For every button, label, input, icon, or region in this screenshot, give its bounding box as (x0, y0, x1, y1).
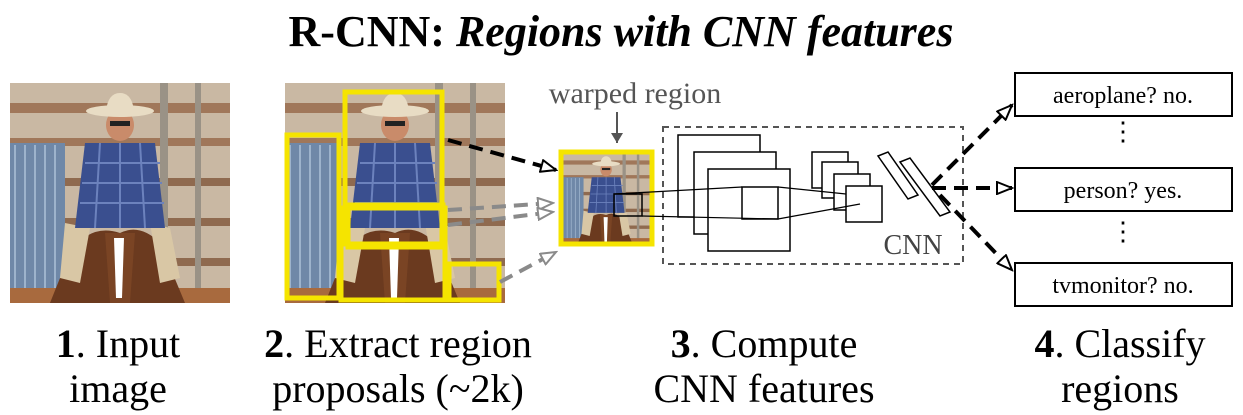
step-line2: regions (1061, 366, 1179, 411)
step-number: 3 (671, 321, 691, 366)
cnn-projection-lines (613, 186, 861, 220)
cnn-fc-layers (876, 151, 952, 217)
step-caption-2: 2. Extract region proposals (~2k) (264, 321, 532, 411)
svg-text:R-CNN: Regions with CNN featur: R-CNN: Regions with CNN features (289, 7, 954, 56)
step-number: 2 (264, 321, 284, 366)
svg-text:2. Extract region: 2. Extract region (264, 321, 532, 366)
class-result: aeroplane? no. (1014, 72, 1233, 117)
region-proposals-image (284, 82, 506, 304)
step-line1: . Classify (1054, 321, 1205, 366)
classify-arrow (930, 105, 1012, 187)
step-captions: 1. Input image 2. Extract region proposa… (56, 321, 1206, 411)
step-caption-3: 3. Compute CNN features (653, 321, 874, 411)
step-line1: . Compute (691, 321, 858, 366)
class-result-label: tvmonitor? no. (1052, 273, 1193, 299)
step-line1: . Extract region (284, 321, 532, 366)
proposal-boxes (284, 89, 502, 303)
warped-region-label: warped region (549, 77, 721, 110)
ellipsis: ⋮ (1110, 117, 1136, 146)
proposal-arrows (447, 138, 556, 284)
input-kernel (613, 193, 643, 217)
proposal-box (342, 89, 445, 247)
warped-region-box (558, 149, 655, 247)
class-result: person? yes. (1014, 167, 1233, 212)
classify-arrow (938, 193, 1012, 270)
cnn-label: CNN (883, 230, 942, 261)
step-line2: proposals (~2k) (272, 366, 524, 411)
title-emphasis: Regions with CNN features (455, 7, 954, 56)
step-number: 4 (1034, 321, 1054, 366)
diagram-title: R-CNN: Regions with CNN features (289, 7, 954, 56)
step-caption-1: 1. Input image (56, 321, 180, 411)
class-result-label: person? yes. (1064, 178, 1183, 204)
proposal-arrow (499, 250, 556, 284)
input-image (9, 82, 231, 304)
class-result: tvmonitor? no. (1014, 262, 1233, 307)
cnn-block: CNN (613, 126, 964, 265)
step-caption-4: 4. Classify regions (1034, 321, 1205, 411)
ellipsis: ⋮ (1110, 217, 1136, 246)
step-number: 1 (56, 321, 76, 366)
cnn-layer-stack (677, 134, 883, 252)
cnn-dashed-frame (662, 126, 964, 265)
proposal-arrow (447, 138, 556, 170)
classification-results: aeroplane? no. ⋮ person? yes. ⋮ tvmonito… (1014, 72, 1233, 307)
svg-text:1. Input: 1. Input (56, 321, 180, 366)
svg-text:3. Compute: 3. Compute (671, 321, 858, 366)
class-result-label: aeroplane? no. (1053, 83, 1193, 109)
step-line2: CNN features (653, 366, 874, 411)
proposal-box (446, 261, 502, 303)
proposal-box (338, 205, 448, 303)
svg-text:4. Classify: 4. Classify (1034, 321, 1205, 366)
step-line1: . Input (76, 321, 180, 366)
proposal-arrow (447, 203, 553, 212)
warped-region: warped region (549, 77, 721, 247)
proposal-arrow (447, 212, 553, 227)
title-prefix: R-CNN: (289, 7, 445, 56)
step-line2: image (69, 366, 167, 411)
classify-arrows (930, 105, 1012, 270)
